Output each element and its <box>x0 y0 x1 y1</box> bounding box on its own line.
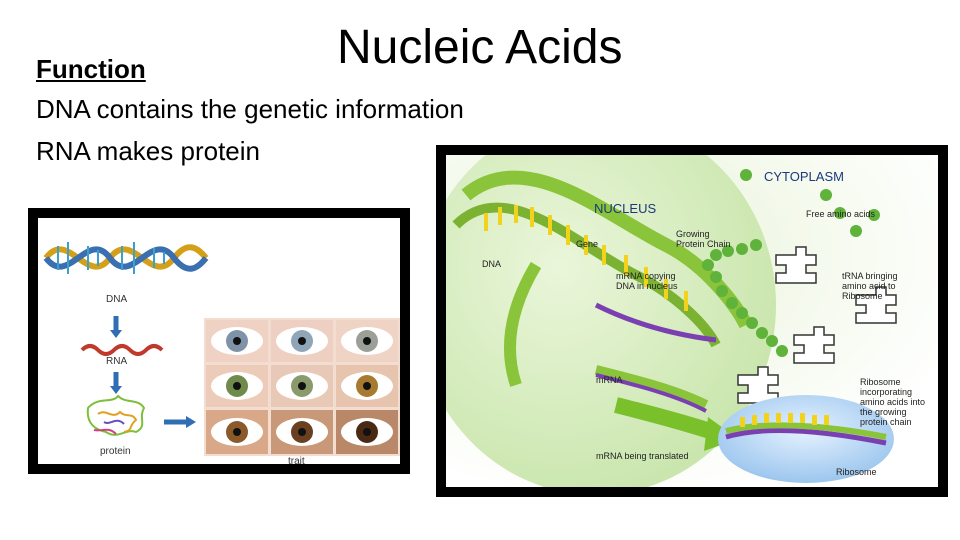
nucleus-label: NUCLEUS <box>594 201 656 216</box>
dna-statement: DNA contains the genetic information <box>36 94 464 124</box>
dna-helix-icon <box>43 242 209 274</box>
rna-wave-icon <box>80 344 164 356</box>
mrna-strand-nucleus <box>594 302 717 343</box>
rna-statement: RNA makes protein <box>36 136 260 166</box>
cytoplasm-label: CYTOPLASM <box>764 169 844 184</box>
dna-to-trait-illustration <box>43 242 400 456</box>
gene-label: Gene <box>576 239 598 249</box>
ribosome-label: Ribosome <box>836 467 877 477</box>
protein-synthesis-figure: CYTOPLASM NUCLEUS Free amino acids Gene … <box>436 145 948 497</box>
trait-label: trait <box>288 456 305 464</box>
rna-label: RNA <box>106 356 128 367</box>
slide-title: Nucleic Acids <box>337 21 623 74</box>
amino-acid-chain <box>702 169 880 357</box>
dna-strand-icon <box>452 170 753 387</box>
protein-label: protein <box>100 446 131 457</box>
ribosome-shape <box>718 395 894 483</box>
dna-to-trait-figure: DNA RNA protein trait <box>28 208 410 474</box>
trna-icon <box>737 246 897 404</box>
mrna-label: mRNA <box>596 375 623 385</box>
mrna-strand <box>595 373 707 413</box>
free-amino-acids-label: Free amino acids <box>806 209 876 219</box>
function-heading: Function <box>36 54 146 84</box>
protein-structure-icon <box>86 394 146 436</box>
mrna-translated-label: mRNA being translated <box>596 451 689 461</box>
translation-arrow-icon <box>614 397 719 441</box>
protein-synthesis-illustration: CYTOPLASM NUCLEUS Free amino acids Gene … <box>446 155 938 487</box>
dna-label: DNA <box>482 259 501 269</box>
eye-color-grid <box>204 318 400 456</box>
dna-label: DNA <box>106 294 128 305</box>
